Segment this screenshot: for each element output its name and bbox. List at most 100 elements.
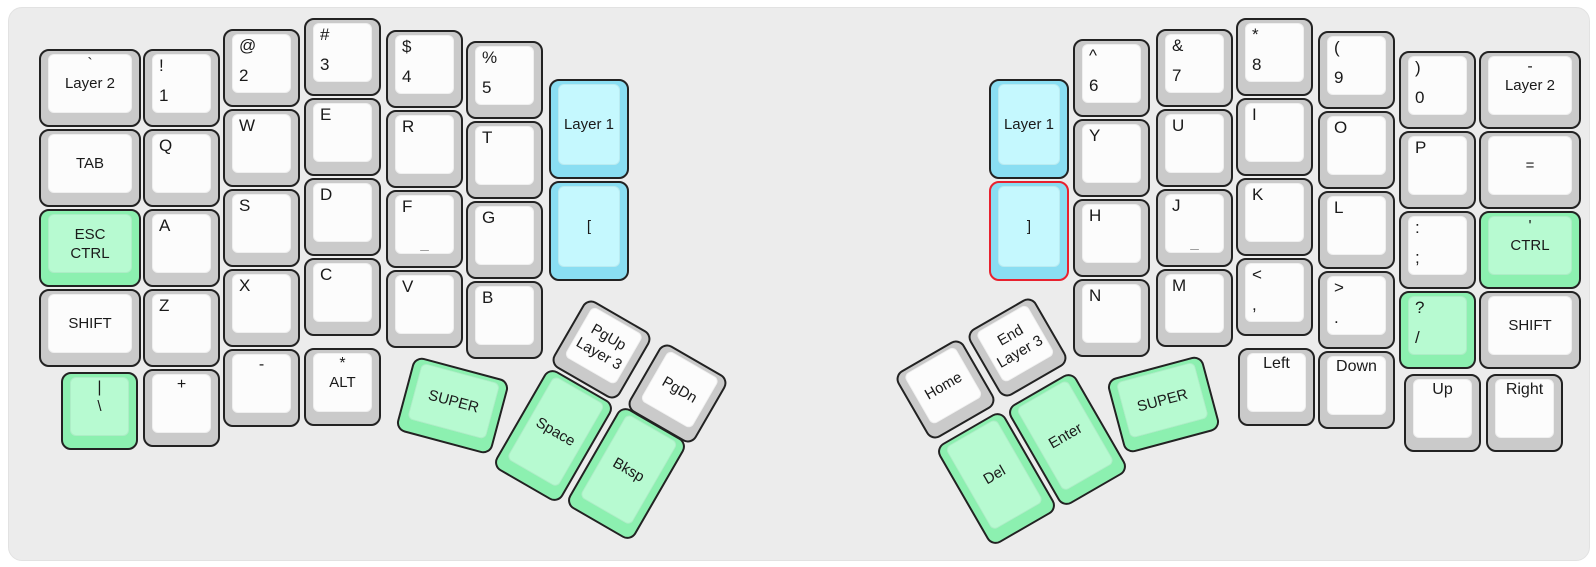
key-super-right[interactable]: SUPER — [1105, 354, 1222, 455]
key-right-bracket[interactable]: ] — [989, 181, 1069, 281]
key-shift-left[interactable]: SHIFT — [39, 289, 141, 367]
key-o[interactable]: O — [1318, 111, 1395, 189]
key-arrow-right[interactable]: Right — [1486, 374, 1563, 452]
key-semicolon[interactable]: :; — [1399, 211, 1476, 289]
key-plus[interactable]: + — [143, 369, 220, 447]
key-a[interactable]: A — [143, 209, 220, 287]
key-legend: _ — [420, 235, 429, 252]
key-esc-ctrl[interactable]: ESC CTRL — [39, 209, 141, 287]
key-star-alt[interactable]: *ALT — [304, 348, 381, 426]
key-legend: T — [482, 128, 493, 147]
keycap-face: M — [1165, 274, 1224, 333]
keycap-face: Left — [1247, 353, 1306, 412]
key-layer1-right[interactable]: Layer 1 — [989, 79, 1069, 179]
key-legend: Layer 1 — [563, 116, 615, 133]
key-w[interactable]: W — [223, 109, 300, 187]
key-legend: O — [1334, 118, 1348, 137]
keycap-face: C — [313, 263, 372, 322]
keycap-face: SUPER — [407, 362, 501, 440]
key-equals[interactable]: = — [1479, 131, 1581, 209]
key-r[interactable]: R — [386, 110, 463, 188]
key-k[interactable]: K — [1236, 178, 1313, 256]
keycap-face: !1 — [152, 54, 211, 113]
keycap-face: B — [475, 286, 534, 345]
key-4[interactable]: $4 — [386, 30, 463, 108]
key-g[interactable]: G — [466, 201, 543, 279]
key-arrow-down[interactable]: Down — [1318, 351, 1395, 429]
key-l[interactable]: L — [1318, 191, 1395, 269]
key-h[interactable]: H — [1073, 199, 1150, 277]
keycap-face: TAB — [48, 134, 132, 193]
keycap-face: Y — [1082, 124, 1141, 183]
keycap-face: N — [1082, 284, 1141, 343]
key-1[interactable]: !1 — [143, 49, 220, 127]
keycap-face: >. — [1327, 276, 1386, 335]
key-legend: ESC CTRL — [70, 225, 110, 262]
key-e[interactable]: E — [304, 98, 381, 176]
key-f[interactable]: F_ — [386, 190, 463, 268]
keycap-face: ?/ — [1408, 296, 1467, 355]
key-s[interactable]: S — [223, 189, 300, 267]
keycap-face: Layer 1 — [558, 84, 620, 165]
key-comma[interactable]: <, — [1236, 258, 1313, 336]
key-minus[interactable]: - — [223, 349, 300, 427]
key-m[interactable]: M — [1156, 269, 1233, 347]
key-left-bracket[interactable]: [ — [549, 181, 629, 281]
keycap-face: SUPER — [1115, 361, 1209, 439]
keycap-face: I — [1245, 103, 1304, 162]
key-legend: 0 — [1415, 88, 1425, 107]
key-z[interactable]: Z — [143, 289, 220, 367]
key-legend: * — [339, 355, 346, 372]
keycap-face: Right — [1495, 379, 1554, 438]
key-arrow-left[interactable]: Left — [1238, 348, 1315, 426]
key-legend: ` — [87, 56, 93, 73]
key-shift-right[interactable]: SHIFT — [1479, 291, 1581, 369]
key-n[interactable]: N — [1073, 279, 1150, 357]
key-pipe-backslash[interactable]: |\ — [61, 372, 138, 450]
key-layer1-left[interactable]: Layer 1 — [549, 79, 629, 179]
key-tab[interactable]: TAB — [39, 129, 141, 207]
key-3[interactable]: #3 — [304, 18, 381, 96]
keycap-face: Layer 1 — [998, 84, 1060, 165]
key-legend: 6 — [1089, 76, 1099, 95]
key-t[interactable]: T — [466, 121, 543, 199]
key-legend: Down — [1336, 358, 1377, 375]
key-quote-ctrl[interactable]: 'CTRL — [1479, 211, 1581, 289]
key-v[interactable]: V — [386, 270, 463, 348]
keycap-face: [ — [558, 186, 620, 267]
key-minus-layer2[interactable]: -Layer 2 — [1479, 51, 1581, 129]
keycap-face: P — [1408, 136, 1467, 195]
key-y[interactable]: Y — [1073, 119, 1150, 197]
key-b[interactable]: B — [466, 281, 543, 359]
key-u[interactable]: U — [1156, 109, 1233, 187]
key-legend: 3 — [320, 55, 330, 74]
key-q[interactable]: Q — [143, 129, 220, 207]
key-5[interactable]: %5 — [466, 41, 543, 119]
keycap-face: Up — [1413, 379, 1472, 438]
key-i[interactable]: I — [1236, 98, 1313, 176]
key-legend: ? — [1415, 298, 1425, 317]
key-j[interactable]: J_ — [1156, 189, 1233, 267]
key-legend: ] — [1026, 218, 1032, 235]
key-0[interactable]: )0 — [1399, 51, 1476, 129]
key-super-left[interactable]: SUPER — [394, 355, 511, 456]
keycap-face: |\ — [70, 377, 129, 436]
key-p[interactable]: P — [1399, 131, 1476, 209]
key-7[interactable]: &7 — [1156, 29, 1233, 107]
key-c[interactable]: C — [304, 258, 381, 336]
keycap-face: U — [1165, 114, 1224, 173]
key-8[interactable]: *8 — [1236, 18, 1313, 96]
key-6[interactable]: ^6 — [1073, 39, 1150, 117]
keycap-face: Q — [152, 134, 211, 193]
keycap-face: #3 — [313, 23, 372, 82]
key-period[interactable]: >. — [1318, 271, 1395, 349]
key-legend: , — [1252, 295, 1257, 314]
key-x[interactable]: X — [223, 269, 300, 347]
key-2[interactable]: @2 — [223, 29, 300, 107]
key-arrow-up[interactable]: Up — [1404, 374, 1481, 452]
key-9[interactable]: (9 — [1318, 31, 1395, 109]
key-layer2-left[interactable]: `Layer 2 — [39, 49, 141, 127]
key-d[interactable]: D — [304, 178, 381, 256]
key-legend: - — [258, 356, 265, 373]
key-question-slash[interactable]: ?/ — [1399, 291, 1476, 369]
